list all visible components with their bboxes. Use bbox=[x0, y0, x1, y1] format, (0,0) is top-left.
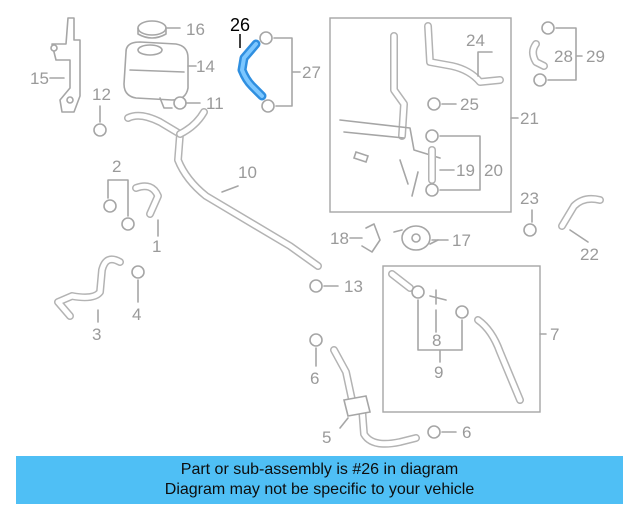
label-14: 14 bbox=[196, 57, 215, 76]
part-23-clip bbox=[523, 209, 537, 237]
part-10-hose bbox=[124, 108, 322, 270]
banner-line-1: Part or sub-assembly is #26 in diagram bbox=[180, 461, 459, 478]
label-23: 23 bbox=[520, 189, 539, 208]
info-banner: Part or sub-assembly is #26 in diagram D… bbox=[16, 456, 623, 504]
label-1: 1 bbox=[152, 237, 161, 256]
label-8: 8 bbox=[432, 331, 441, 350]
label-19: 19 bbox=[456, 161, 475, 180]
label-27: 27 bbox=[302, 63, 321, 82]
label-13: 13 bbox=[344, 277, 363, 296]
label-18: 18 bbox=[330, 229, 349, 248]
part-4-clip bbox=[131, 265, 145, 303]
part-3-hose bbox=[54, 255, 124, 323]
part-6-clip-upper bbox=[309, 333, 323, 367]
part-6-clip-lower bbox=[427, 425, 457, 439]
label-29: 29 bbox=[586, 47, 605, 66]
label-9: 9 bbox=[434, 363, 443, 382]
label-25: 25 bbox=[460, 95, 479, 114]
part-13-clip bbox=[309, 279, 339, 293]
box-21 bbox=[329, 17, 519, 213]
part-2-clips bbox=[103, 179, 135, 231]
label-5: 5 bbox=[322, 428, 331, 447]
label-15: 15 bbox=[30, 69, 49, 88]
label-12: 12 bbox=[92, 85, 111, 104]
label-11: 11 bbox=[206, 94, 224, 113]
label-6-lower: 6 bbox=[462, 423, 471, 442]
label-6-upper: 6 bbox=[310, 369, 319, 388]
label-24: 24 bbox=[466, 31, 485, 50]
label-20: 20 bbox=[484, 161, 503, 180]
part-17-pump bbox=[393, 225, 449, 251]
part-28-29-hose-clips bbox=[529, 21, 583, 87]
label-3: 3 bbox=[92, 325, 101, 344]
label-2: 2 bbox=[112, 157, 121, 176]
label-10: 10 bbox=[238, 163, 257, 182]
label-28: 28 bbox=[554, 47, 573, 66]
box-7 bbox=[382, 265, 547, 413]
label-17: 17 bbox=[452, 231, 471, 250]
parts-diagram: 15 16 14 11 12 10 2 1 3 4 13 6 5 6 26 27… bbox=[30, 15, 605, 448]
part-14-reservoir-tank bbox=[123, 41, 197, 109]
part-22-hose bbox=[558, 194, 604, 243]
part-16-cap bbox=[137, 20, 181, 39]
label-22: 22 bbox=[580, 245, 599, 264]
label-26-highlighted: 26 bbox=[230, 15, 250, 35]
label-16: 16 bbox=[186, 20, 205, 39]
part-5-hose bbox=[330, 346, 420, 448]
part-27-clips bbox=[259, 31, 301, 113]
banner-line-2: Diagram may not be specific to your vehi… bbox=[164, 481, 475, 498]
part-26-hose-highlighted bbox=[237, 34, 267, 101]
part-11-clip bbox=[173, 96, 201, 110]
part-12-clip bbox=[93, 105, 107, 137]
part-18-bracket bbox=[349, 223, 381, 253]
label-4: 4 bbox=[132, 305, 141, 324]
part-1-hose bbox=[132, 182, 162, 237]
label-21: 21 bbox=[520, 109, 539, 128]
part-15-bracket bbox=[49, 17, 81, 113]
label-7: 7 bbox=[550, 325, 559, 344]
